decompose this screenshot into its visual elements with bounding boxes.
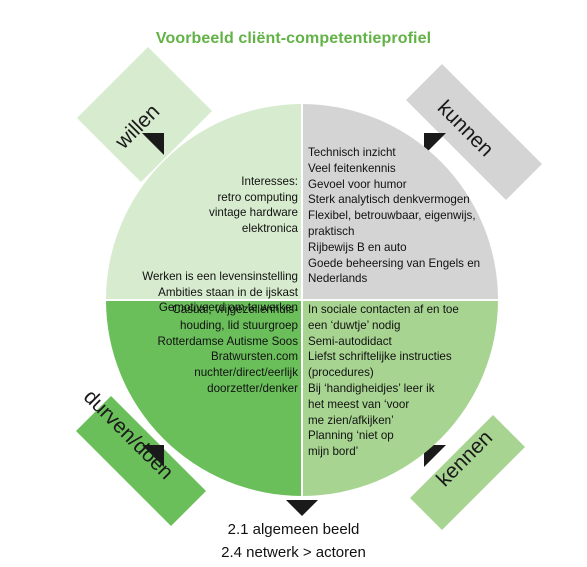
- quadrant-willen: [106, 104, 302, 300]
- kunnen-corner-arrow: [424, 133, 446, 155]
- willen-interests: Interesses: retro computing vintage hard…: [209, 174, 298, 236]
- durven-doen-text: Casual, vrijgezellenhuis- houding, lid s…: [157, 303, 298, 395]
- quadrant-kunnen: [302, 104, 498, 300]
- kennen-text: In sociale contacten af en toe een ‘duwt…: [308, 303, 459, 459]
- bottom-arrow: [286, 500, 318, 516]
- kunnen-text: Technisch inzicht Veel feitenkennis Gevo…: [308, 146, 481, 286]
- footer-line-1: 2.1 algemeen beeld: [227, 521, 360, 538]
- willen-corner-arrow: [142, 133, 164, 155]
- quadrant-durven-doen: [106, 300, 302, 496]
- quadrant-kennen: [302, 300, 498, 496]
- willen-text: Interesses: retro computing vintage hard…: [118, 158, 298, 316]
- willen-attitude: Werken is een levensinstelling Ambities …: [142, 269, 298, 315]
- durven-doen-corner-arrow: [142, 445, 164, 467]
- durven-doen-tag-box: [76, 396, 206, 526]
- willen-gap: [118, 237, 298, 253]
- kunnen-tag-box: [406, 64, 542, 200]
- kennen-tag-box: [410, 415, 525, 530]
- willen-tag-box: [77, 47, 212, 182]
- footer-line-2: 2.4 netwerk > actoren: [221, 544, 366, 561]
- diagram-title: Voorbeeld cliënt-competentieprofiel: [155, 30, 432, 47]
- kennen-corner-arrow: [424, 445, 446, 467]
